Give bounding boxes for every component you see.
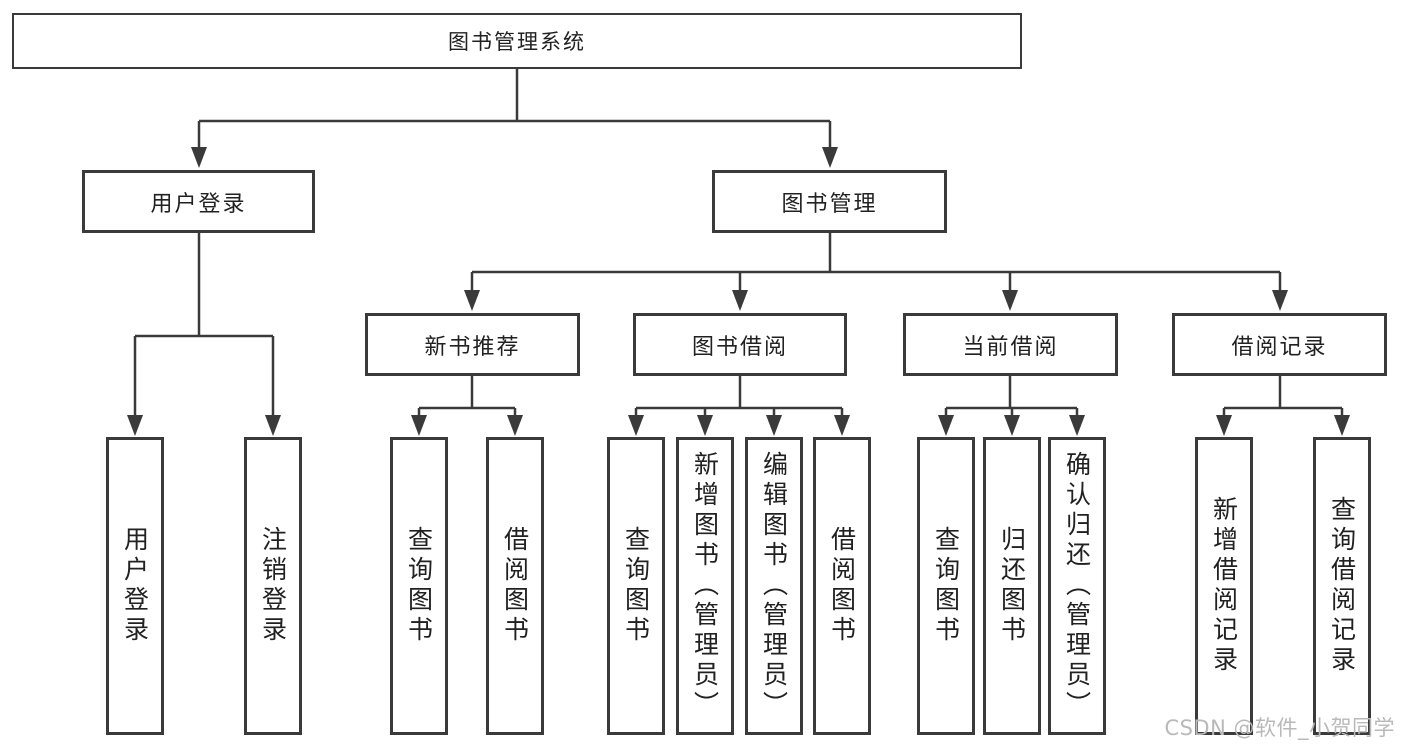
leaf-bb-borrow-books-label: 借阅图书 (827, 526, 857, 646)
connector-new-book-recommend-to-leaves (411, 375, 523, 436)
connector-user-login-to-leaves (127, 232, 281, 436)
leaf-bb-add-books-admin-label: 新增图书（管理员） (690, 451, 720, 721)
csdn-watermark: CSDN @软件_小贺同学 (1164, 716, 1395, 740)
leaf-br-add-record-label: 新增借阅记录 (1209, 496, 1239, 676)
leaf-cb-confirm-return-admin-label: 确认归还（管理员） (1062, 451, 1092, 721)
leaf-user-login-label: 用户登录 (120, 526, 150, 646)
leaf-cb-confirm-return-admin: 确认归还（管理员） (1048, 437, 1106, 735)
node-book-borrow: 图书借阅 (633, 313, 847, 376)
node-root-label: 图书管理系统 (448, 30, 586, 54)
node-root: 图书管理系统 (12, 13, 1022, 69)
leaf-bb-query-books: 查询图书 (607, 437, 665, 735)
leaf-cb-return-books-label: 归还图书 (997, 526, 1027, 646)
leaf-logout-login-label: 注销登录 (258, 526, 288, 646)
node-new-book-recommend-label: 新书推荐 (424, 334, 521, 360)
node-current-borrow-label: 当前借阅 (962, 334, 1059, 360)
node-user-login-label: 用户登录 (150, 191, 247, 217)
leaf-bb-edit-books-admin: 编辑图书（管理员） (745, 437, 803, 735)
leaf-nbr-query-books-label: 查询图书 (404, 526, 434, 646)
node-new-book-recommend: 新书推荐 (365, 313, 580, 376)
leaf-nbr-borrow-books: 借阅图书 (486, 437, 544, 735)
leaf-nbr-query-books: 查询图书 (390, 437, 448, 735)
leaf-nbr-borrow-books-label: 借阅图书 (500, 526, 530, 646)
leaf-logout-login: 注销登录 (244, 437, 302, 735)
connector-book-management-to-level3 (464, 232, 1288, 311)
connector-book-borrow-to-leaves (628, 375, 850, 436)
leaf-cb-return-books: 归还图书 (983, 437, 1041, 735)
node-user-login: 用户登录 (82, 170, 315, 233)
node-borrow-records: 借阅记录 (1172, 313, 1387, 376)
leaf-br-query-record-label: 查询借阅记录 (1327, 496, 1357, 676)
connector-borrow-records-to-leaves (1216, 375, 1350, 436)
connector-current-borrow-to-leaves (938, 375, 1085, 436)
leaf-bb-edit-books-admin-label: 编辑图书（管理员） (759, 451, 789, 721)
node-book-management-label: 图书管理 (781, 191, 878, 217)
leaf-bb-add-books-admin: 新增图书（管理员） (676, 437, 734, 735)
leaf-br-query-record: 查询借阅记录 (1313, 437, 1371, 735)
node-current-borrow: 当前借阅 (903, 313, 1118, 376)
connector-root-to-level2 (191, 69, 838, 168)
node-borrow-records-label: 借阅记录 (1231, 334, 1328, 360)
leaf-br-add-record: 新增借阅记录 (1195, 437, 1253, 735)
leaf-cb-query-books: 查询图书 (917, 437, 975, 735)
leaf-user-login: 用户登录 (106, 437, 164, 735)
node-book-management: 图书管理 (712, 170, 947, 233)
node-book-borrow-label: 图书借阅 (691, 334, 788, 360)
leaf-bb-borrow-books: 借阅图书 (813, 437, 871, 735)
leaf-cb-query-books-label: 查询图书 (931, 526, 961, 646)
leaf-bb-query-books-label: 查询图书 (621, 526, 651, 646)
